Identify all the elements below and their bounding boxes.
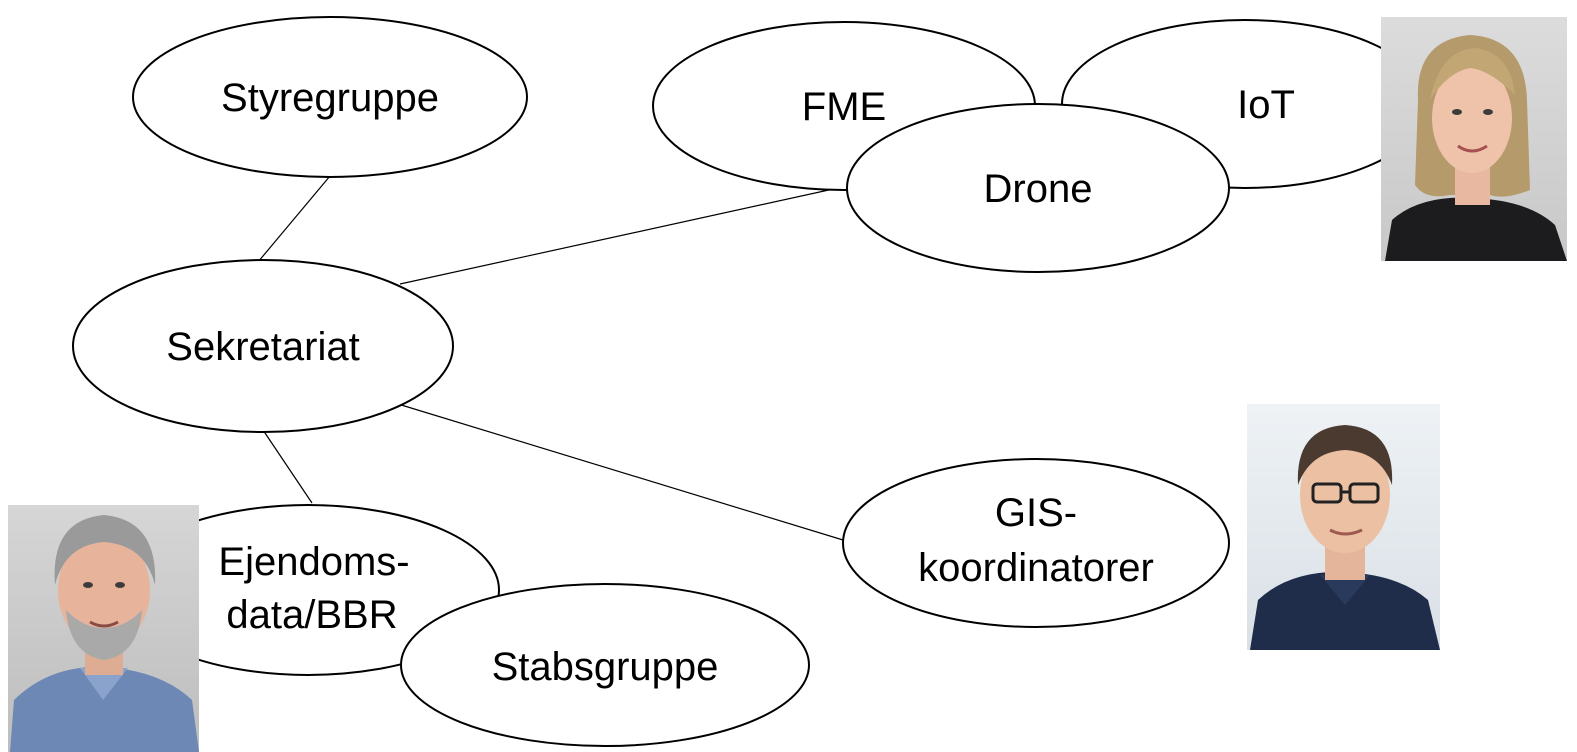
edge-styregruppe-sekretariat [257,175,331,263]
node-label: Sekretariat [166,325,359,369]
node-label-line-1: Ejendoms- [218,540,409,584]
connectors [257,175,848,541]
portrait-photo-woman [1381,17,1567,261]
node-label: Styregruppe [221,76,439,120]
portrait-photo-man-glasses [1247,404,1440,650]
portrait-photo-man-beard [8,505,199,752]
node-styregruppe[interactable]: Styregruppe [132,16,528,178]
node-ejendoms[interactable]: Ejendoms- data/BBR [116,504,500,676]
node-label: IoT [1237,83,1295,127]
node-label-line-2: koordinatorer [918,546,1154,590]
node-stabsgruppe[interactable]: Stabsgruppe [400,583,810,747]
node-label-line-2: data/BBR [226,593,397,637]
node-drone[interactable]: Drone [846,103,1230,273]
node-label: FME [802,85,886,129]
edge-sekretariat-ejendoms [262,429,313,504]
node-label: Drone [984,167,1093,211]
node-label-line-1: GIS- [995,491,1077,535]
edge-sekretariat-gis [397,403,844,541]
node-sekretariat[interactable]: Sekretariat [72,259,454,433]
node-label: Stabsgruppe [492,645,719,689]
edge-sekretariat-drone [399,185,848,285]
node-gis[interactable]: GIS- koordinatorer [842,458,1230,628]
